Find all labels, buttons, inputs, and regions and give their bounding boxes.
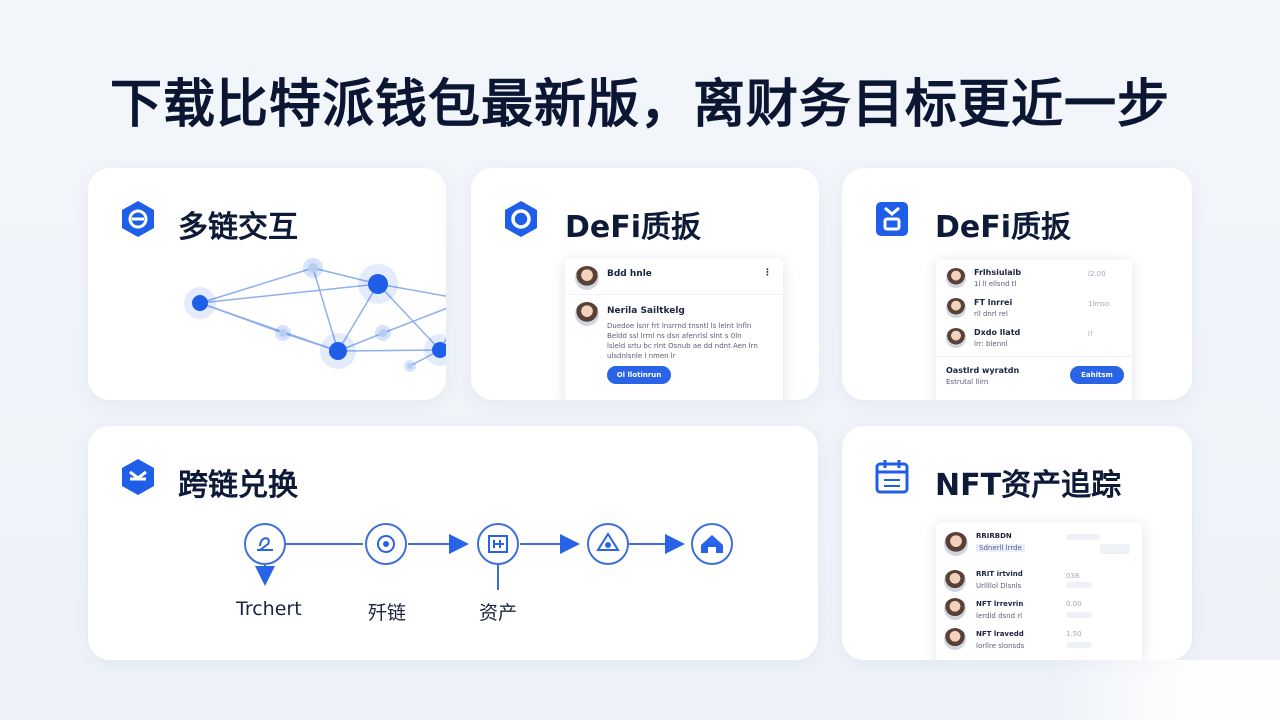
row-name: FT lnrrei — [974, 298, 1013, 307]
avatar — [944, 570, 966, 592]
card-bridge[interactable]: 跨链兑换 — [88, 426, 818, 660]
flow-label: 歼链 — [368, 602, 407, 624]
wallet-node-icon[interactable] — [244, 523, 286, 565]
network-node — [329, 342, 347, 360]
ring-icon — [503, 200, 539, 238]
avatar — [944, 598, 966, 620]
row-name: Frlhsiulaib — [974, 268, 1022, 277]
row-sub: 1l ll ellsnd tl — [974, 280, 1017, 288]
chain-node-icon[interactable] — [365, 523, 407, 565]
nft-bar — [1066, 534, 1100, 540]
post-action-button[interactable]: Ol llotinrun — [607, 366, 671, 384]
row-sub: lrr: blennl — [974, 340, 1008, 348]
network-edge — [199, 267, 314, 304]
avatar — [575, 302, 599, 326]
flow-label: Trchert — [236, 598, 302, 620]
network-edge — [282, 332, 339, 352]
nft-row-name: RRIRBDN — [976, 532, 1012, 540]
avatar — [946, 328, 966, 348]
network-edge — [337, 349, 441, 352]
nft-row-value: 0.00 — [1066, 600, 1082, 608]
card-title: NFT资产追踪 — [935, 468, 1122, 503]
defi-list-panel: Frlhsiulaib 1l ll ellsnd tl l2.00 FT lnr… — [936, 260, 1132, 400]
nft-bar — [1066, 612, 1092, 618]
card-nft[interactable]: NFT资产追踪 RRIRBDN Sdnerll lrrde RRIT irtvi… — [842, 426, 1192, 660]
home-node-icon[interactable] — [691, 523, 733, 565]
card-defi-list[interactable]: DeFi质扳 Frlhsiulaib 1l ll ellsnd tl l2.00… — [842, 168, 1192, 400]
network-node — [308, 263, 318, 273]
defi-action-button[interactable]: Eahitsm — [1070, 366, 1124, 384]
nft-row-sub: Urllllol Dlsnls — [976, 582, 1022, 590]
avatar — [944, 532, 968, 556]
network-edge — [382, 307, 446, 334]
bottom-fade — [1050, 660, 1280, 720]
card-title: 跨链兑换 — [178, 468, 298, 503]
nft-row-name: RRIT irtvind — [976, 570, 1023, 578]
footer-title: Oastlrd wyratdn — [946, 366, 1020, 375]
asset-node-icon[interactable] — [477, 523, 519, 565]
nft-row-sub: Sdnerll lrrde — [976, 544, 1025, 552]
row-name: Dxdo llatd — [974, 328, 1021, 337]
nft-list-panel: RRIRBDN Sdnerll lrrde RRIT irtvind Urlll… — [936, 522, 1142, 660]
post-author: Nerila Sailtkelg — [607, 306, 685, 316]
nft-row-sub: lerdld dsnd rl — [976, 612, 1023, 620]
post-body-line: lsleld srtu bc rlnt Osnub ae dd ndnt Aen… — [607, 342, 758, 350]
network-edge — [337, 283, 379, 352]
network-edge — [377, 283, 446, 297]
avatar — [946, 298, 966, 318]
row-sub: rll dnrl rel — [974, 310, 1008, 318]
exchange-node-icon[interactable] — [587, 523, 629, 565]
row-value: l2.00 — [1088, 270, 1106, 278]
network-node — [407, 363, 413, 369]
network-node — [279, 329, 287, 337]
headline: 下载比特派钱包最新版，离财务目标更近一步 — [109, 75, 1170, 135]
row-value: 1lmso — [1088, 300, 1110, 308]
card-defi-posts[interactable]: DeFi质扳 Bdd hnle ⋮ Nerila Sailtkelg Duedo… — [471, 168, 819, 400]
card-title: 多链交互 — [178, 210, 298, 245]
card-multichain[interactable]: 多链交互 — [88, 168, 446, 400]
nft-bar — [1100, 544, 1130, 554]
more-icon[interactable]: ⋮ — [763, 268, 772, 278]
badge-icon — [874, 200, 910, 238]
post-body-line: ulsdnlsnle l nmen lr — [607, 352, 676, 360]
footer-sub: Estrutal llirn — [946, 378, 989, 386]
chain-interaction-icon — [120, 200, 156, 238]
card-title: DeFi质扳 — [935, 210, 1072, 245]
nft-bar — [1066, 642, 1092, 648]
nft-row-value: 038 — [1066, 572, 1080, 580]
network-edge — [312, 267, 339, 352]
post-body-line: Beldd ssl lrrnl ns dsn afenrlsl slnt s 0… — [607, 332, 742, 340]
bridge-icon — [120, 458, 156, 496]
avatar — [944, 628, 966, 650]
network-edge — [199, 302, 284, 334]
nft-row-name: NFT lrrevrin — [976, 600, 1024, 608]
network-node — [379, 329, 387, 337]
network-edge — [377, 283, 441, 351]
post-body-line: Duedoe lsnr frt lnsrrnd tnsntl ls lelnt … — [607, 322, 752, 330]
post-panel: Bdd hnle ⋮ Nerila Sailtkelg Duedoe lsnr … — [565, 258, 783, 400]
avatar — [575, 266, 599, 290]
calendar-icon — [874, 458, 910, 496]
network-edge — [312, 267, 379, 285]
flow-label: 资产 — [479, 602, 518, 624]
nft-bar — [1066, 582, 1092, 588]
card-title: DeFi质扳 — [565, 210, 702, 245]
network-edge — [199, 283, 379, 304]
row-value: l! — [1088, 330, 1093, 338]
avatar — [946, 268, 966, 288]
network-edge — [439, 337, 446, 351]
network-node — [432, 342, 446, 358]
nft-row-name: NFT lravedd — [976, 630, 1024, 638]
network-node — [192, 295, 208, 311]
nft-row-value: 1.50 — [1066, 630, 1082, 638]
bridge-flow — [244, 523, 733, 590]
post-author: Bdd hnle — [607, 269, 652, 279]
network-node — [368, 274, 388, 294]
nft-row-sub: lorllre slonsds — [976, 642, 1025, 650]
network-graph — [184, 258, 446, 372]
